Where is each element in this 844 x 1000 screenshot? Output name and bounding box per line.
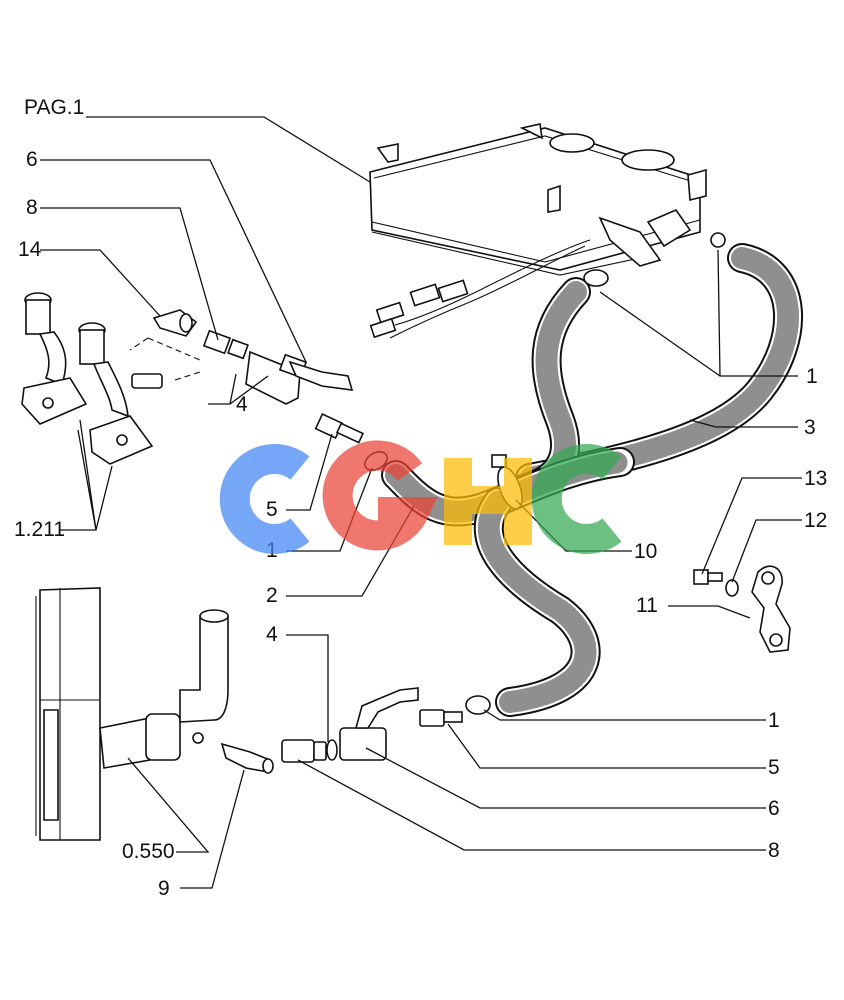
callout-9: 9 bbox=[158, 877, 170, 900]
nipple-5-bottom bbox=[419, 709, 463, 727]
callout-1-211: 1.211 bbox=[14, 518, 65, 541]
watermark-letter-c2 bbox=[531, 444, 622, 554]
callout-14: 14 bbox=[18, 238, 42, 261]
callout-10: 10 bbox=[634, 540, 657, 563]
watermark-letter-c1 bbox=[219, 444, 310, 554]
heater-unit bbox=[369, 123, 726, 339]
hose-lower bbox=[473, 487, 601, 717]
callout-12: 12 bbox=[804, 509, 827, 532]
washer-4-bottom bbox=[326, 739, 338, 761]
adapter-8-top bbox=[202, 329, 249, 360]
leader-lines bbox=[40, 116, 802, 889]
watermark-letter-h bbox=[444, 458, 532, 545]
radiator-0-550 bbox=[35, 587, 229, 841]
callout-pag1: PAG.1 bbox=[24, 96, 84, 119]
nipple-5-top bbox=[314, 413, 365, 444]
callout-3: 3 bbox=[804, 416, 816, 439]
hose-clamp-lower bbox=[465, 695, 491, 715]
adapter-8-bottom bbox=[281, 739, 327, 763]
watermark-logo bbox=[219, 440, 622, 554]
callout-13: 13 bbox=[804, 467, 827, 490]
callout-0-550: 0.550 bbox=[122, 840, 175, 863]
bolt-13 bbox=[693, 569, 723, 585]
elbow-fitting-14 bbox=[152, 309, 198, 337]
watermark-letter-g bbox=[322, 440, 438, 551]
callout-11: 11 bbox=[636, 594, 658, 617]
callout-2: 2 bbox=[266, 584, 278, 607]
tap-6-bottom bbox=[339, 687, 419, 761]
callout-4-bottom: 4 bbox=[266, 623, 278, 646]
callout-8-top: 8 bbox=[26, 196, 38, 219]
callout-6-bottom: 6 bbox=[768, 797, 780, 820]
bracket-11 bbox=[751, 565, 791, 653]
callout-1-right-top: 1 bbox=[806, 365, 818, 388]
callout-4-top: 4 bbox=[236, 393, 248, 416]
elbow-9 bbox=[220, 742, 274, 774]
engine-fitting-1-211 bbox=[21, 292, 163, 465]
washer-12 bbox=[725, 579, 739, 597]
callout-6-top: 6 bbox=[26, 148, 38, 171]
callout-8-bottom: 8 bbox=[768, 839, 780, 862]
callout-5-left: 5 bbox=[266, 498, 278, 521]
tap-6-top bbox=[245, 350, 354, 405]
hose-clamp-upper bbox=[583, 269, 609, 287]
callout-1-right-bottom: 1 bbox=[768, 709, 780, 732]
callout-5-right: 5 bbox=[768, 756, 780, 779]
